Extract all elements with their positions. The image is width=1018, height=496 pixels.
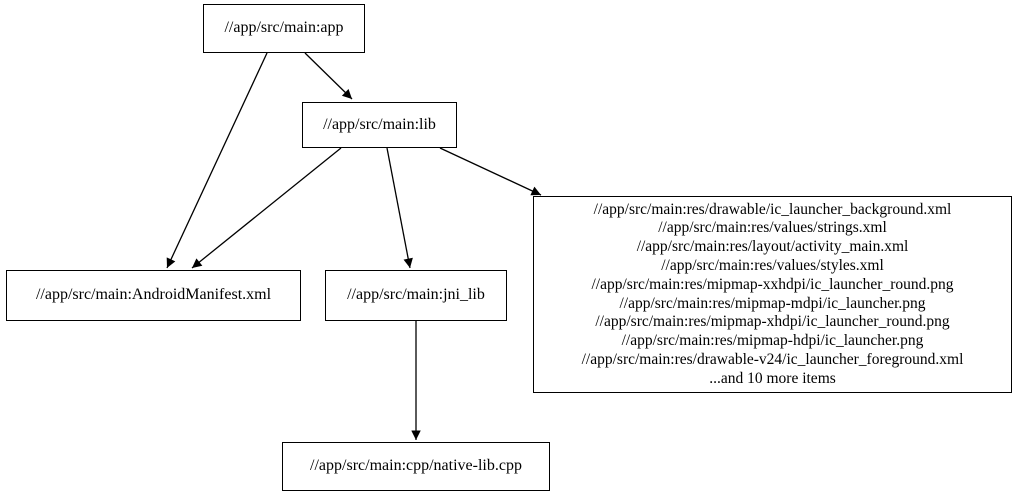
node-app-label: //app/src/main:app bbox=[224, 19, 344, 37]
node-jni-lib: //app/src/main:jni_lib bbox=[325, 270, 507, 321]
resource-item: //app/src/main:res/mipmap-hdpi/ic_launch… bbox=[621, 332, 924, 350]
resource-item: //app/src/main:res/mipmap-mdpi/ic_launch… bbox=[619, 294, 926, 312]
edge-lib-to-manifest bbox=[191, 147, 342, 269]
resource-item: //app/src/main:res/mipmap-xxhdpi/ic_laun… bbox=[591, 275, 954, 293]
resource-item: //app/src/main:res/drawable-v24/ic_launc… bbox=[581, 350, 964, 368]
node-resources-group: //app/src/main:res/drawable/ic_launcher_… bbox=[533, 196, 1012, 393]
resource-more-items: ...and 10 more items bbox=[709, 369, 836, 387]
node-lib: //app/src/main:lib bbox=[302, 102, 457, 148]
edge-app-to-lib bbox=[304, 52, 353, 100]
resource-item: //app/src/main:res/mipmap-xhdpi/ic_launc… bbox=[595, 313, 950, 331]
node-lib-label: //app/src/main:lib bbox=[323, 115, 436, 133]
resource-item: //app/src/main:res/values/strings.xml bbox=[658, 219, 887, 237]
resource-item: //app/src/main:res/values/styles.xml bbox=[661, 256, 884, 274]
node-native-lib-cpp: //app/src/main:cpp/native-lib.cpp bbox=[282, 442, 550, 491]
node-native-lib-cpp-label: //app/src/main:cpp/native-lib.cpp bbox=[310, 457, 522, 475]
edge-lib-to-resources bbox=[439, 147, 542, 196]
resource-item: //app/src/main:res/drawable/ic_launcher_… bbox=[593, 200, 952, 218]
node-app: //app/src/main:app bbox=[203, 4, 365, 53]
node-android-manifest: //app/src/main:AndroidManifest.xml bbox=[6, 270, 301, 321]
node-jni-lib-label: //app/src/main:jni_lib bbox=[347, 286, 485, 304]
resource-item: //app/src/main:res/layout/activity_main.… bbox=[636, 238, 909, 256]
node-android-manifest-label: //app/src/main:AndroidManifest.xml bbox=[35, 286, 272, 304]
edge-lib-to-jni-lib bbox=[386, 147, 413, 269]
edge-app-to-manifest bbox=[166, 52, 268, 269]
